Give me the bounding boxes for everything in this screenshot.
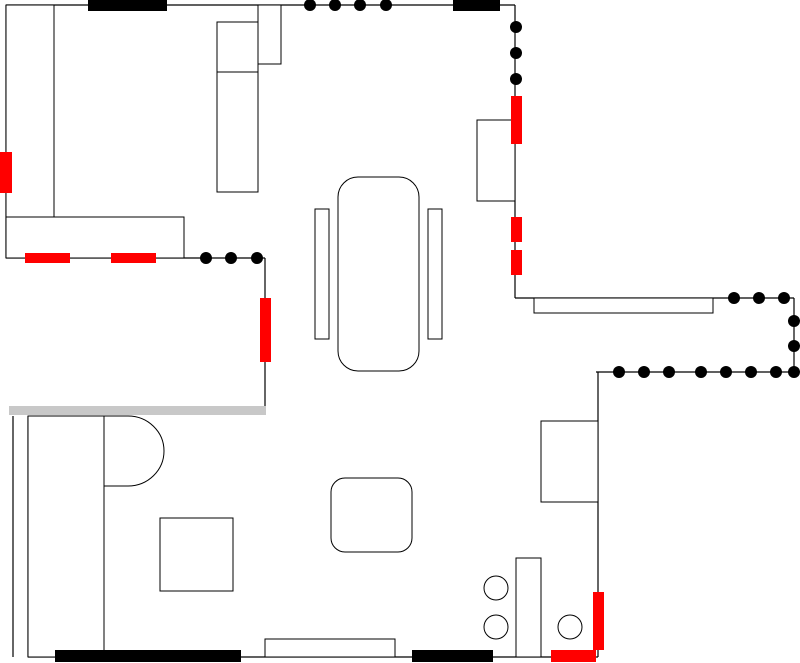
wall-dot-4 [380,0,392,11]
wardrobe-left [5,4,55,218]
wall-dot-9 [225,252,237,264]
door-swing [103,415,165,487]
window-4 [260,298,271,362]
wall-dot-23 [770,366,782,378]
wall-dot-3 [354,0,366,11]
wall-dot-11 [728,292,740,304]
sideboard-right [476,119,516,202]
wall-dot-14 [788,315,800,327]
burner-bottom [483,614,509,640]
bed-area [27,415,105,658]
opening-3 [55,650,241,662]
wall-dot-19 [663,366,675,378]
furniture [5,4,714,658]
wall-dot-8 [200,252,212,264]
wall-dot-22 [745,366,757,378]
window-8 [593,592,604,650]
wall-dot-13 [778,292,790,304]
dining-table [337,176,420,372]
wall-dot-17 [613,366,625,378]
window-2 [25,253,70,263]
partition-wall [9,406,266,415]
black-openings [55,0,500,662]
opening-2 [453,0,500,11]
wall-dot-2 [329,0,341,11]
wall-dot-16 [788,366,800,378]
red-windows [0,96,604,662]
desk-right [540,420,599,503]
wall-dot-6 [510,47,522,59]
sink-basin [557,614,583,640]
wall-dot-5 [510,21,522,33]
dotted-walls [200,0,800,378]
counter-upper-left [5,216,185,259]
wall-dot-15 [788,340,800,352]
wall-dot-18 [638,366,650,378]
opening-4 [412,650,493,662]
chair-square [159,517,234,592]
shelf-right [533,297,714,314]
coffee-table [330,477,413,553]
window-9 [551,650,596,662]
cabinet-small [257,4,282,65]
burner-top [483,575,509,601]
wall-dot-12 [753,292,765,304]
wall-dot-7 [510,73,522,85]
wall-dot-21 [720,366,732,378]
stove-unit [515,557,542,658]
cabinet-tall-top [216,21,259,73]
cabinet-tall-bottom [216,71,259,193]
bottom-counter [264,638,396,658]
wall-dot-1 [304,0,316,11]
opening-1 [88,0,167,11]
window-6 [511,217,522,242]
wall-dot-20 [695,366,707,378]
bench-left [314,208,330,340]
wall-dot-10 [251,252,263,264]
window-3 [111,253,156,263]
window-7 [511,250,522,275]
window-1 [0,152,12,193]
bench-right [427,208,443,340]
window-5 [511,96,522,144]
